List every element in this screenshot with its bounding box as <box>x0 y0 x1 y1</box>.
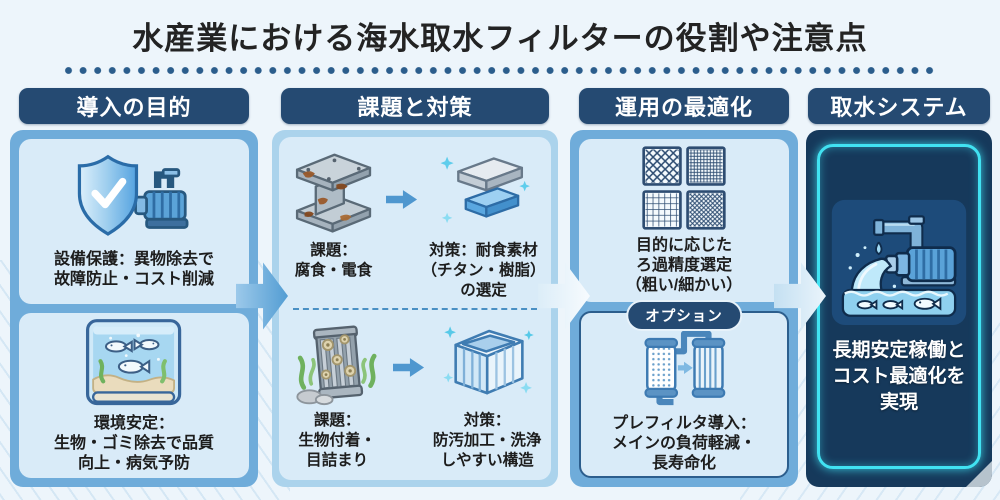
mesh-grid-icon <box>642 146 726 230</box>
result-text: 長期安定稼働と コスト最適化を 実現 <box>832 340 966 413</box>
dashed-divider <box>293 307 537 310</box>
arrow-right-icon <box>386 190 418 209</box>
column-intake-system: 取水システム <box>806 88 992 487</box>
easy-clean-filter-icon <box>442 325 534 394</box>
problem-corrosion-label: 課題： 腐食・電食 <box>294 242 373 280</box>
option-badge: オプション <box>626 300 742 331</box>
column-optimization-panel: 目的に応じた ろ過精度選定 （粗い/細かい） オプション <box>570 130 798 487</box>
problem-fouling: 課題： 生物付着・ 目詰まり <box>289 319 386 471</box>
shield-pump-icon <box>78 154 189 236</box>
dotted-divider <box>64 66 936 75</box>
prefilter-text: プレフィルタ導入： メインの負荷軽減・ 長寿命化 <box>611 414 756 473</box>
column-purpose-panel: 設備保護：異物除去で 故障防止・コスト削減 <box>10 130 258 487</box>
solution-material: 対策：耐食素材 （チタン・樹脂） の選定 <box>422 151 546 301</box>
column-purpose: 導入の目的 <box>10 88 258 487</box>
solution-structure: 対策： 防汚加工・洗浄 しやすい構造 <box>432 319 542 471</box>
mesh-selection-text: 目的に応じた ろ過精度選定 （粗い/細かい） <box>625 236 743 295</box>
column-purpose-header: 導入の目的 <box>19 88 249 124</box>
card-prefilter-option: オプション <box>579 300 789 478</box>
issues-card: 課題： 腐食・電食 <box>279 137 551 480</box>
issue-row-corrosion: 課題： 腐食・電食 <box>281 143 549 307</box>
column-intake-header: 取水システム <box>808 88 990 124</box>
problem-fouling-label: 課題： 生物付着・ 目詰まり <box>298 411 376 469</box>
intake-pump-icon <box>831 199 967 325</box>
page-curl-decoration <box>966 461 992 487</box>
column-issues-header: 課題と対策 <box>281 88 549 124</box>
solution-material-label: 対策：耐食素材 （チタン・樹脂） の選定 <box>421 242 546 300</box>
card-environment-stability: 環境安定： 生物・ゴミ除去で品質 向上・病気予防 <box>19 313 249 478</box>
equipment-protection-text: 設備保護：異物除去で 故障防止・コスト削減 <box>53 250 214 288</box>
column-optimization: 運用の最適化 <box>570 88 798 487</box>
corrosion-resistant-material-icon <box>440 156 531 224</box>
column-optimization-header: 運用の最適化 <box>579 88 789 124</box>
issue-row-fouling: 課題： 生物付着・ 目詰まり <box>281 311 549 475</box>
problem-corrosion: 課題： 腐食・電食 <box>284 151 382 281</box>
glow-frame: 長期安定稼働と コスト最適化を 実現 <box>817 144 981 469</box>
arrow-right-icon <box>393 357 425 377</box>
environment-stability-text: 環境安定： 生物・ゴミ除去で品質 向上・病気予防 <box>53 414 214 473</box>
column-issues-panel: 課題： 腐食・電食 <box>272 130 558 487</box>
page-title: 水産業における海水取水フィルターの役割や注意点 <box>132 21 868 56</box>
rusty-beam-icon <box>296 153 372 233</box>
prefilter-system-icon <box>644 330 726 405</box>
column-issues: 課題と対策 <box>272 88 558 487</box>
fouled-filter-icon <box>295 325 377 405</box>
aquarium-fish-icon <box>86 318 182 405</box>
card-mesh-selection: 目的に応じた ろ過精度選定 （粗い/細かい） <box>579 139 789 302</box>
card-equipment-protection: 設備保護：異物除去で 故障防止・コスト削減 <box>19 139 249 304</box>
intake-system-panel: 長期安定稼働と コスト最適化を 実現 <box>806 130 992 487</box>
solution-structure-label: 対策： 防汚加工・洗浄 しやすい構造 <box>432 411 542 469</box>
